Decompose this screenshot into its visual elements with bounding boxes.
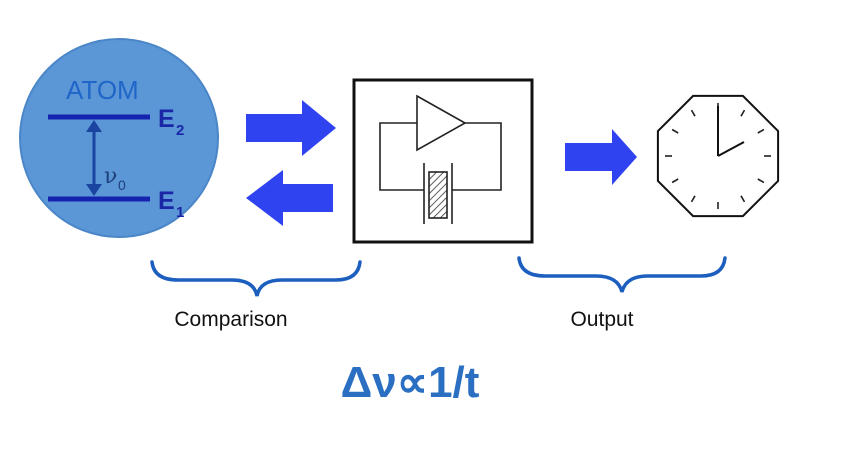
clock-tick	[671, 178, 679, 184]
crystal-icon	[428, 171, 448, 219]
left-arrow-to-atom	[246, 170, 333, 226]
feedback-loop-right	[452, 122, 502, 191]
oscillator-box	[352, 78, 534, 244]
upper-level-subscript: 2	[176, 122, 184, 139]
output-arrow	[565, 129, 637, 185]
feedback-loop-left	[379, 122, 424, 191]
transition-frequency-subscript: 0	[118, 177, 126, 193]
output-label: Output	[570, 308, 633, 331]
atom-group: ATOM ν 0 E 2 E 1	[19, 38, 219, 238]
clock-icon	[656, 94, 780, 218]
clock-tick	[757, 178, 765, 184]
clock-hour-hand	[717, 141, 745, 157]
linewidth-formula: Δν∝1/t	[341, 358, 480, 407]
lower-level-label: E	[158, 187, 175, 215]
output-brace	[517, 256, 727, 293]
transition-frequency-label: ν	[104, 164, 117, 189]
clock-tick	[690, 195, 696, 203]
transition-arrow-up-head	[86, 120, 102, 132]
comparison-label: Comparison	[174, 308, 287, 331]
upper-level-label: E	[158, 105, 175, 133]
clock-tick	[671, 128, 679, 134]
clock-tick	[740, 195, 746, 203]
clock-tick	[740, 109, 746, 117]
atom-circle	[19, 38, 219, 238]
lower-level-subscript: 1	[176, 204, 184, 221]
comparison-brace	[150, 260, 362, 297]
right-arrow-to-oscillator	[246, 100, 336, 156]
clock-tick	[757, 128, 765, 134]
transition-arrow-down-head	[86, 184, 102, 196]
clock-tick	[690, 109, 696, 117]
atom-title: ATOM	[66, 75, 139, 105]
